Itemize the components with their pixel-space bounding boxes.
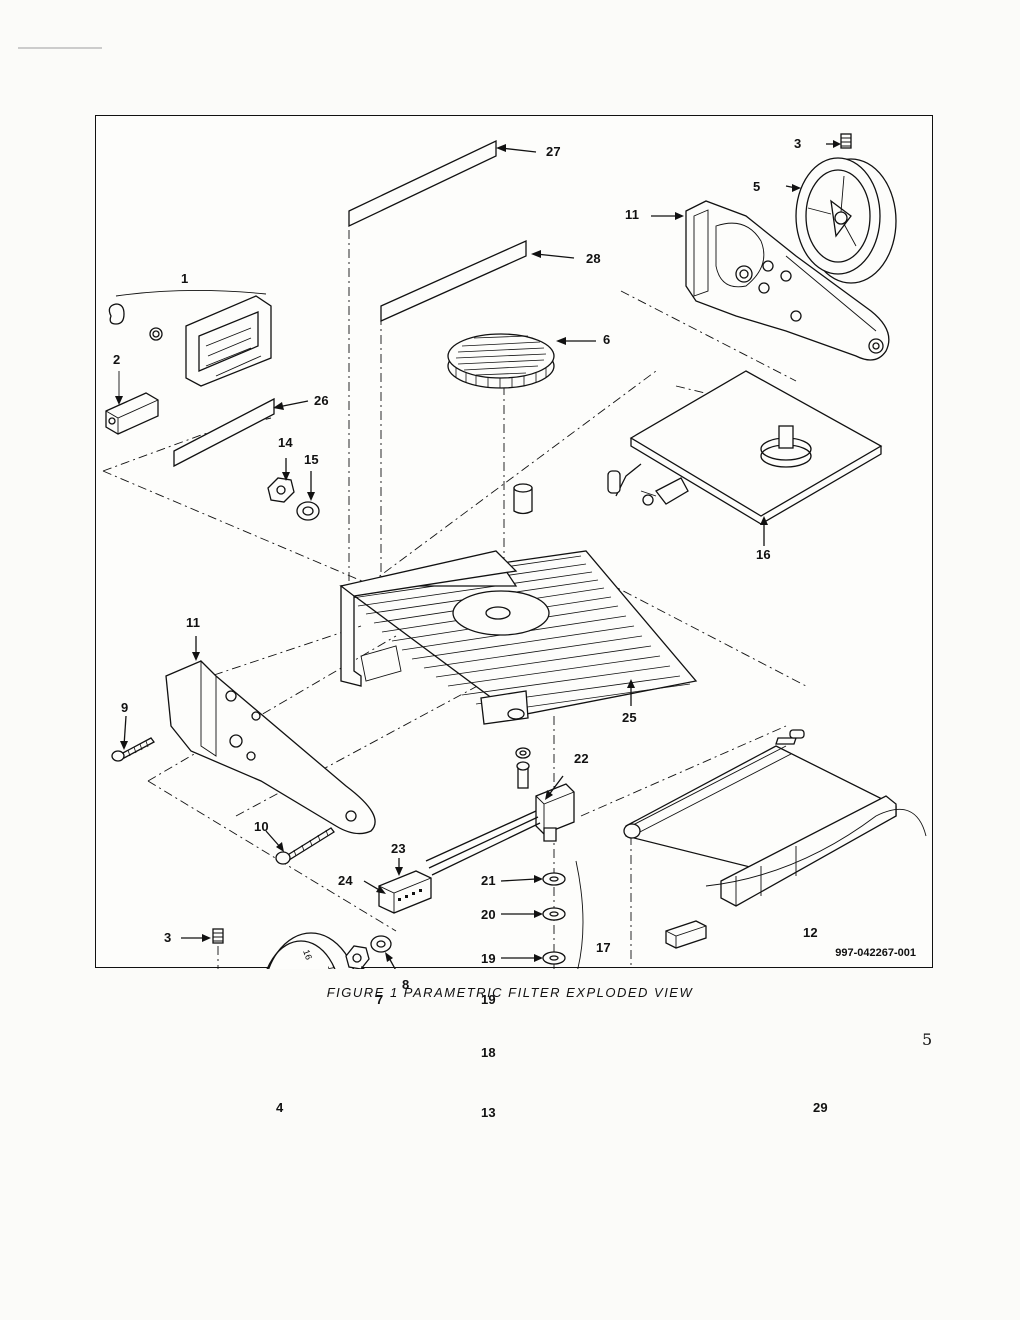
part-3-set-screw-bottom <box>212 928 224 969</box>
part-22-switch <box>425 783 575 876</box>
callout-5: 5 <box>753 179 761 194</box>
callout-19-lower: 19 <box>481 992 496 1007</box>
part-28-label-strip <box>380 239 527 323</box>
callout-9: 9 <box>121 700 129 715</box>
part-14-nut <box>267 477 295 503</box>
exploded-view-drawing: 16 10 6 2 <box>102 133 927 969</box>
callout-17: 17 <box>596 940 611 955</box>
callout-21: 21 <box>481 873 496 888</box>
page-number: 5 <box>922 1030 933 1049</box>
callout-20: 20 <box>481 907 496 922</box>
switch-mounting-screw <box>515 747 531 789</box>
part-26-strip <box>173 397 275 468</box>
callout-16: 16 <box>756 547 771 562</box>
dial-mark-16: 16 <box>301 948 314 961</box>
dial-mark-10: 10 <box>326 965 338 969</box>
callout-11-left: 11 <box>186 615 201 630</box>
scan-artifact <box>18 47 102 49</box>
part-12-rear-panel <box>623 729 927 907</box>
dial-markings: 16 10 6 2 <box>301 948 338 969</box>
drawing-number: 997-042267-001 <box>835 947 916 959</box>
callout-13: 13 <box>481 1105 496 1120</box>
part-7-nut <box>345 945 370 969</box>
figure-caption: FIGURE 1 PARAMETRIC FILTER EXPLODED VIEW <box>326 985 694 1000</box>
part-11-side-bracket-right <box>685 200 890 361</box>
callout-15: 15 <box>304 452 319 467</box>
part-8-washer <box>370 935 392 953</box>
part-4-dial-assembly <box>266 932 355 969</box>
callout-19-upper: 19 <box>481 951 496 966</box>
callout-24: 24 <box>338 873 353 888</box>
callout-27: 27 <box>546 144 561 159</box>
callout-28: 28 <box>586 251 601 266</box>
part-2-block <box>105 392 159 435</box>
figure-frame: 16 10 6 2 <box>95 115 933 1120</box>
leader-arrows <box>115 140 841 969</box>
callout-10: 10 <box>254 819 269 834</box>
part-16-circuit-board <box>607 370 883 525</box>
part-9-screw <box>111 737 155 762</box>
callout-26: 26 <box>314 393 329 408</box>
standoff <box>513 483 533 515</box>
callout-25: 25 <box>622 710 637 725</box>
callout-22: 22 <box>574 751 589 766</box>
part-10-screw <box>275 827 335 865</box>
callout-23: 23 <box>391 841 406 856</box>
callout-29: 29 <box>813 1100 828 1115</box>
callout-6: 6 <box>603 332 611 347</box>
callout-3-bottom: 3 <box>164 930 172 945</box>
part-24-connector <box>378 870 432 914</box>
callout-11-top: 11 <box>625 207 640 222</box>
part-25-chassis-heatsink <box>339 550 698 725</box>
part-15-washer <box>296 501 320 521</box>
part-3-set-screw-top <box>840 133 852 149</box>
part-5-wheel <box>795 157 897 284</box>
callout-1: 1 <box>181 271 189 286</box>
part-11-side-bracket-left <box>165 659 376 835</box>
callout-7: 7 <box>376 992 384 1007</box>
part-27-label-strip <box>348 139 497 228</box>
callout-3-top: 3 <box>794 136 802 151</box>
callout-2: 2 <box>113 352 121 367</box>
callout-18: 18 <box>481 1045 496 1060</box>
part-6-knob <box>447 333 555 389</box>
callout-4: 4 <box>276 1100 284 1115</box>
callout-14: 14 <box>278 435 293 450</box>
callout-12: 12 <box>803 925 818 940</box>
washer-stack <box>542 872 566 965</box>
part-1-mounting-bracket <box>108 289 272 387</box>
callout-8: 8 <box>402 977 410 992</box>
part-17-brace <box>575 860 584 969</box>
small-block-12 <box>665 920 707 949</box>
